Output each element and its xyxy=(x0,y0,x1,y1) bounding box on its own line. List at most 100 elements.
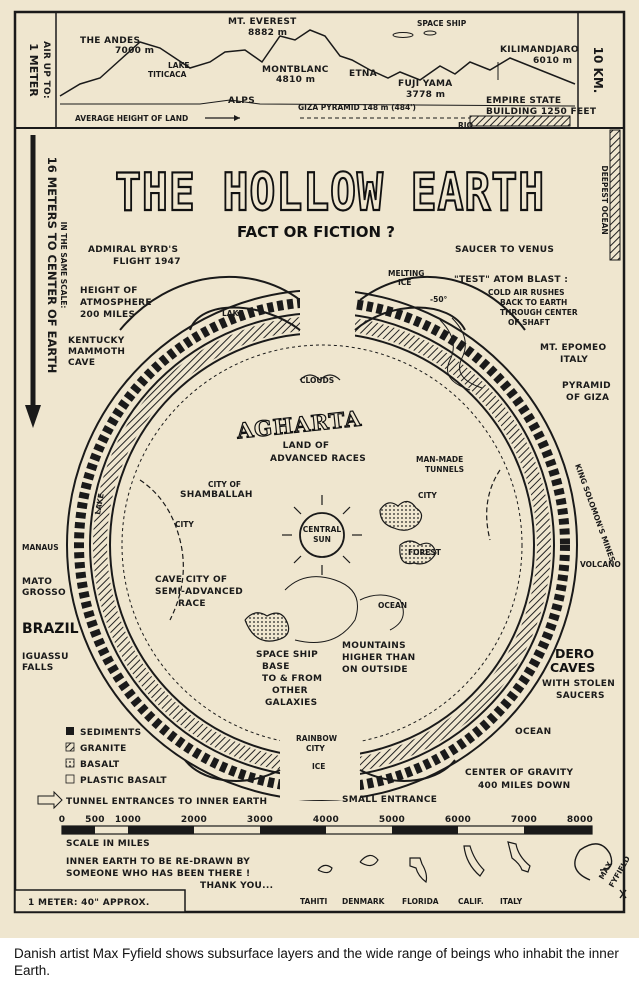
center-depth-label: 16 METERS TO CENTER OF EARTH xyxy=(45,157,59,373)
man-made-2: TUNNELS xyxy=(425,465,464,474)
volcano-label: VOLCANO xyxy=(580,560,621,569)
spaceship-base-2: BASE xyxy=(262,662,290,672)
king-solomon-label: KING SOLOMON'S MINES xyxy=(573,463,617,564)
pyramid-2: OF GIZA xyxy=(566,393,609,403)
place-calif: CALIF. xyxy=(458,897,484,906)
legend-plastic-basalt: PLASTIC BASALT xyxy=(80,776,167,786)
depth-arrow xyxy=(25,135,41,428)
place-denmark: DENMARK xyxy=(342,897,386,906)
clouds-label: CLOUDS xyxy=(300,376,334,385)
land-of-label: LAND OF xyxy=(283,441,330,451)
scale-tick: 4000 xyxy=(313,815,339,825)
spaceship-base-3: TO & FROM xyxy=(262,674,322,684)
california-icon xyxy=(463,845,485,877)
same-scale-label: IN THE SAME SCALE: xyxy=(59,222,68,309)
dero-stolen-label: WITH STOLEN xyxy=(542,679,615,689)
fujiyama-label: FUJI YAMA xyxy=(398,79,453,89)
scale-tick: 2000 xyxy=(181,815,207,825)
spaceship-base-5: GALAXIES xyxy=(265,698,317,708)
kilimanjaro-height: 6010 m xyxy=(533,56,572,66)
kentucky-3: CAVE xyxy=(68,358,95,368)
note-line-1: INNER EARTH TO BE RE-DRAWN BY xyxy=(66,857,250,867)
iguassu-1: IGUASSU xyxy=(22,652,69,662)
poster-subtitle: FACT OR FICTION ? xyxy=(237,223,395,241)
dero-label: DERO xyxy=(555,646,594,661)
meter-box-label: 1 METER: 40" APPROX. xyxy=(28,898,150,908)
hollow-earth-poster: AIR UP TO: 1 METER 10 KM. THE ANDES 7000… xyxy=(0,0,639,938)
small-entrance-label: SMALL ENTRANCE xyxy=(342,795,437,805)
andes-height: 7000 m xyxy=(115,46,154,56)
mountain-strip xyxy=(15,12,624,129)
note-line-3: THANK YOU... xyxy=(200,881,273,891)
brazil-label: BRAZIL xyxy=(22,621,79,637)
place-florida: FLORIDA xyxy=(402,897,439,906)
mountains-1: MOUNTAINS xyxy=(342,641,406,651)
central-sun-1: CENTRAL xyxy=(303,525,342,534)
fujiyama-height: 3778 m xyxy=(406,90,445,100)
gravity-1: CENTER OF GRAVITY xyxy=(465,768,573,778)
advanced-races-label: ADVANCED RACES xyxy=(270,454,366,464)
montblanc-label: MONTBLANC xyxy=(262,65,329,75)
forest-label: FOREST xyxy=(408,548,442,557)
gravity-2: 400 MILES DOWN xyxy=(478,781,571,791)
mato-grosso-1: MATO xyxy=(22,577,52,587)
tahiti-icon xyxy=(317,864,333,874)
empire-label-2: BUILDING 1250 FEET xyxy=(486,107,597,117)
scale-tick: 500 xyxy=(85,815,105,825)
spaceship-base-1: SPACE SHIP xyxy=(256,650,318,660)
earth-diagram xyxy=(66,275,578,801)
ocean-outer-label: OCEAN xyxy=(515,727,551,737)
rainbow-1: RAINBOW xyxy=(296,734,338,743)
mato-grosso-2: GROSSO xyxy=(22,588,66,598)
legend-sediments: SEDIMENTS xyxy=(80,728,141,738)
agharta-label: AGHARTA xyxy=(235,406,363,444)
scale-label: SCALE IN MILES xyxy=(66,839,150,849)
scale-tick: 5000 xyxy=(379,815,405,825)
lake-top-label: LAKE xyxy=(222,309,244,318)
lake-left-label: LAKE xyxy=(93,493,106,516)
signature-fyfield: FYFIELD xyxy=(607,855,632,889)
epomeo-1: MT. EPOMEO xyxy=(540,343,606,353)
figure-caption: Danish artist Max Fyfield shows subsurfa… xyxy=(14,946,619,978)
atmosphere-1: HEIGHT OF xyxy=(80,286,138,296)
place-tahiti: TAHITI xyxy=(300,897,328,906)
etna-label: ETNA xyxy=(349,69,377,79)
air-label-1: AIR UP TO: xyxy=(41,41,51,99)
legend-granite: GRANITE xyxy=(80,744,127,754)
manaus-label: MANAUS xyxy=(22,543,59,552)
pyramid-1: PYRAMID xyxy=(562,381,611,391)
italy-icon xyxy=(507,841,531,873)
ten-km-label: 10 KM. xyxy=(591,47,605,94)
poster-title: THE HOLLOW EARTH xyxy=(115,163,545,223)
kentucky-2: MAMMOTH xyxy=(68,347,125,357)
note-line-2: SOMEONE WHO HAS BEEN THERE ! xyxy=(66,869,250,879)
giza-height-label: GIZA PYRAMID 148 m (484') xyxy=(298,103,416,112)
central-sun-icon xyxy=(299,512,345,558)
tunnel-entrances-label: TUNNEL ENTRANCES TO INNER EARTH xyxy=(66,797,267,807)
cave-city-2: SEMI-ADVANCED xyxy=(155,587,243,597)
saucer-label: SAUCER TO VENUS xyxy=(455,245,554,255)
city-left-label: CITY xyxy=(175,520,194,529)
scale-tick: 8000 xyxy=(567,815,593,825)
signature-swirl-icon xyxy=(574,843,613,881)
epomeo-2: ITALY xyxy=(560,355,588,365)
space-ship-label: SPACE SHIP xyxy=(417,19,467,28)
scale-tick: 3000 xyxy=(247,815,273,825)
tunnel-arrow-icon xyxy=(37,790,63,810)
florida-icon xyxy=(409,857,428,884)
denmark-icon xyxy=(359,854,379,867)
cave-city-3: RACE xyxy=(178,599,206,609)
cold-air-3: THROUGH CENTER xyxy=(500,308,578,317)
legend-basalt: BASALT xyxy=(80,760,120,770)
shamballah-1: CITY OF xyxy=(208,480,241,489)
cave-city-1: CAVE CITY OF xyxy=(155,575,227,585)
deepest-ocean-label: DEEPEST OCEAN xyxy=(600,165,609,234)
atmosphere-3: 200 MILES xyxy=(80,310,135,320)
test-blast-label: "TEST" ATOM BLAST : xyxy=(454,275,568,285)
average-land-label: AVERAGE HEIGHT OF LAND xyxy=(75,114,188,123)
byrd-label-1: ADMIRAL BYRD'S xyxy=(88,245,178,255)
poster-frame xyxy=(13,10,626,914)
signature-cross-icon xyxy=(619,889,627,899)
andes-label: THE ANDES xyxy=(80,36,140,46)
legend: SEDIMENTS GRANITE BASALT PLASTIC BASALT … xyxy=(37,727,267,810)
